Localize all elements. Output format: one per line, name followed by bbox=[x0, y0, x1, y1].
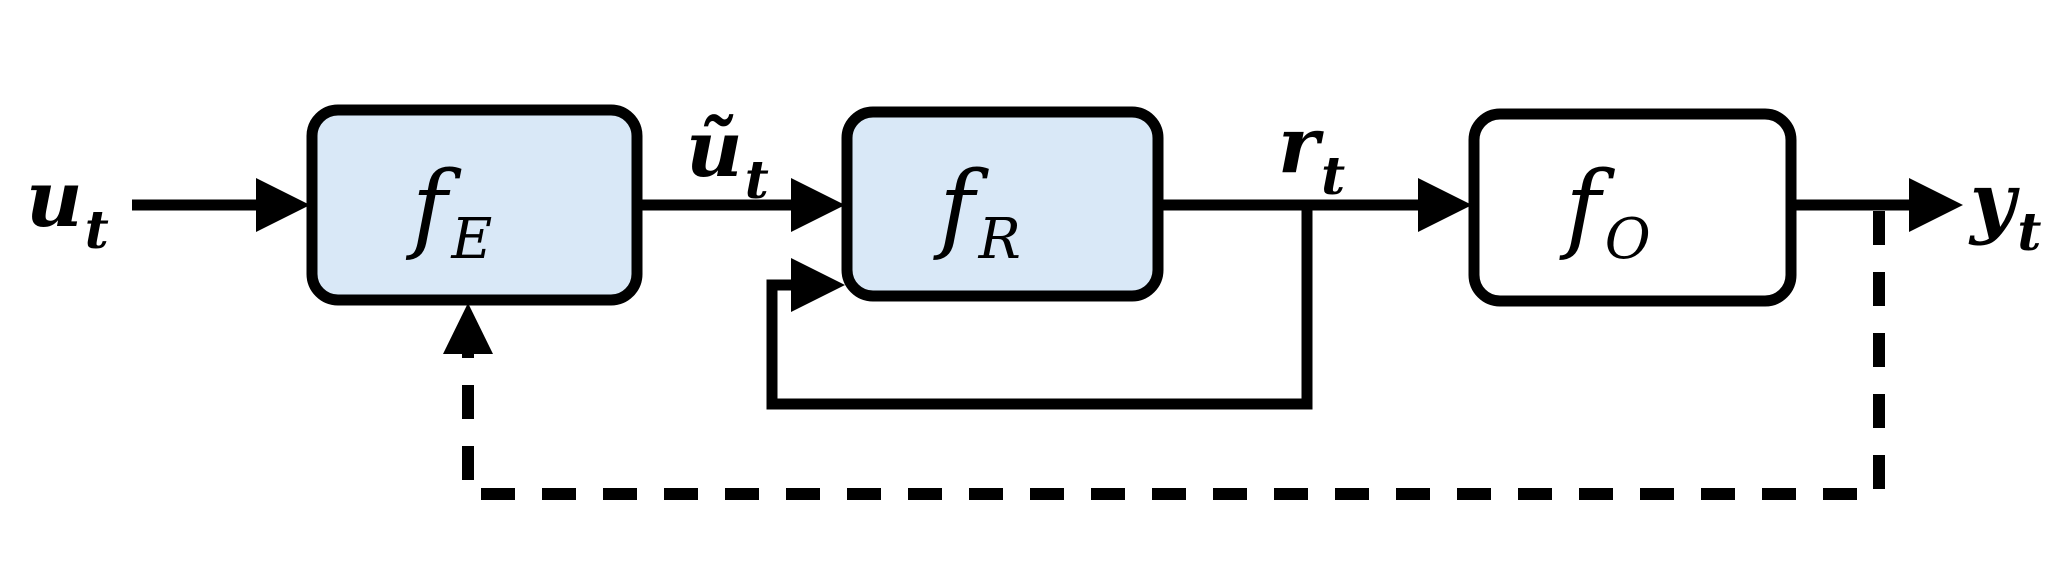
encoder-to-reservoir-arrow bbox=[637, 178, 845, 232]
encoded-input-signal-label: ũt bbox=[686, 104, 769, 211]
reservoir-box bbox=[841, 106, 1164, 302]
encoded-input-signal-subscript: t bbox=[745, 150, 769, 211]
output-label-subscript: O bbox=[1605, 207, 1651, 272]
reservoir-state-signal-subscript: t bbox=[1321, 146, 1345, 207]
input-arrowhead-icon bbox=[256, 178, 310, 232]
reservoir-to-output-arrowhead-icon bbox=[1418, 178, 1472, 232]
output-box bbox=[1468, 108, 1797, 307]
input-signal-label: ut bbox=[26, 154, 109, 261]
reservoir-state-signal-label: rt bbox=[1278, 100, 1345, 207]
output-to-encoder-arrowhead-icon bbox=[443, 303, 493, 354]
encoder-block: fE bbox=[306, 104, 643, 306]
output-label: fO bbox=[1559, 151, 1650, 272]
reservoir-feedback-wire bbox=[766, 205, 1313, 410]
encoder-label-subscript: E bbox=[450, 207, 492, 272]
output-arrow bbox=[1791, 178, 1963, 232]
output-signal-label: yt bbox=[1968, 156, 2041, 263]
output-arrowhead-icon bbox=[1909, 178, 1963, 232]
output-signal-subscript: t bbox=[2017, 202, 2041, 263]
input-signal-subscript: t bbox=[85, 200, 109, 261]
output-to-encoder-feedback bbox=[443, 211, 1885, 500]
encoder-box bbox=[306, 104, 643, 306]
output-to-encoder-dashed-wire bbox=[462, 211, 1885, 500]
reservoir-block: fR bbox=[841, 106, 1164, 302]
reservoir-label-subscript: R bbox=[978, 207, 1021, 272]
encoder-to-reservoir-arrowhead-icon bbox=[791, 178, 845, 232]
output-block: fO bbox=[1468, 108, 1797, 307]
reservoir-to-output-arrow bbox=[1157, 178, 1472, 232]
reservoir-feedback-arrowhead-icon bbox=[791, 258, 845, 312]
reservoir-feedback-loop bbox=[766, 205, 1313, 410]
input-arrow bbox=[132, 178, 310, 232]
